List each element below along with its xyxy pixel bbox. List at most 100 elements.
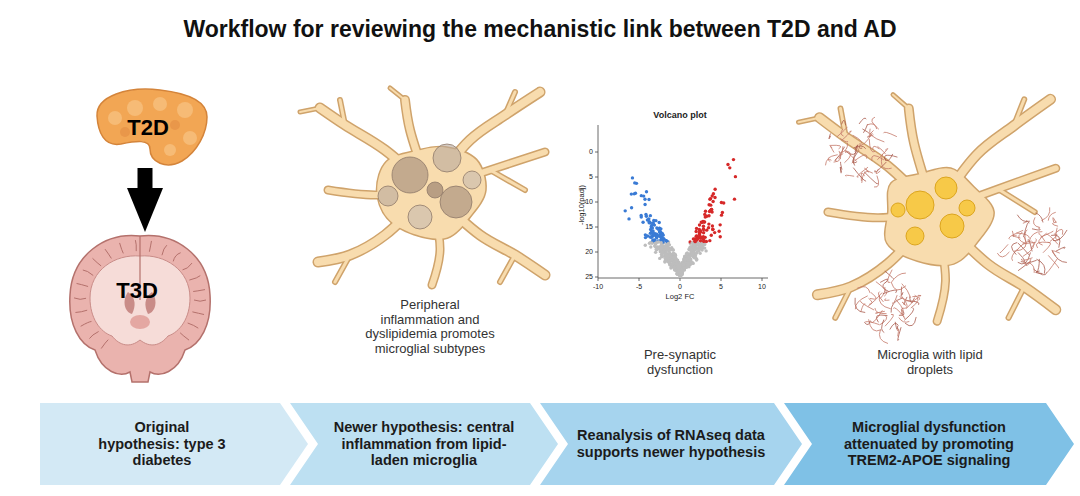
data-point [654, 248, 657, 251]
data-point [732, 158, 735, 161]
brain-gyrus [89, 331, 98, 338]
fibril-strand [1052, 250, 1067, 262]
fibril-strand [1009, 230, 1023, 239]
lipid-droplet [940, 214, 964, 238]
data-point [649, 245, 652, 248]
fibril-strand [1032, 228, 1040, 230]
fibril-strand [1000, 244, 1008, 252]
fibril-strand [898, 327, 901, 340]
fibril-strand [885, 314, 894, 326]
chevron-shape [290, 403, 558, 485]
data-point [665, 249, 668, 252]
brain-gyrus [120, 243, 124, 253]
fibril-strand [829, 133, 831, 138]
volcano-plot [595, 125, 768, 281]
fibril-strand [857, 167, 868, 177]
data-point [645, 190, 648, 193]
cell-process [998, 189, 1035, 212]
fibril-strand [872, 117, 879, 129]
fibril-strand [870, 292, 876, 299]
data-point [661, 233, 664, 236]
lipid-droplet [433, 144, 461, 172]
fibril-strand [842, 120, 846, 125]
data-point [695, 251, 698, 254]
fibril-strand [874, 176, 879, 188]
data-point [694, 248, 697, 251]
fibril-strand [910, 296, 915, 302]
data-point [627, 217, 630, 220]
plot-axis [598, 278, 768, 279]
data-point [703, 213, 706, 216]
fibril-strand [904, 308, 913, 321]
plot-axis [598, 125, 599, 278]
axis-title: Log2 FC [640, 292, 720, 302]
data-point [708, 210, 711, 213]
data-point [702, 225, 705, 228]
fibril-strand [864, 321, 870, 325]
fibril-strand [1046, 258, 1057, 273]
fibril-strand [883, 290, 897, 294]
data-point [707, 203, 710, 206]
cell-process-outline [390, 88, 405, 100]
fibril-strand [878, 146, 886, 154]
brain-gyrus [93, 258, 102, 266]
axis-tick-label: 5 [706, 283, 736, 291]
fibril-strand [840, 167, 841, 173]
data-point [642, 194, 645, 197]
fibril-strand [1056, 229, 1063, 234]
data-point [693, 244, 696, 247]
cell-process-outline [490, 170, 525, 190]
data-point [647, 198, 650, 201]
fibril-strand [876, 282, 887, 297]
workflow-step: Reanalysis of RNAseq data supports newer… [540, 403, 802, 485]
fibril-strand [871, 310, 882, 322]
chevron-shape [784, 403, 1074, 485]
fibril-strand [902, 302, 905, 305]
axis-title: -log10(padj) [577, 155, 587, 255]
fibril-strand [891, 273, 906, 283]
data-point [687, 261, 690, 264]
fibril-strand [1036, 271, 1043, 273]
data-point [669, 248, 672, 251]
fibril-strand [997, 252, 1009, 257]
data-point [678, 273, 681, 276]
brain-gyrus [194, 300, 206, 301]
fibril-strand [1017, 215, 1030, 222]
data-point [692, 244, 695, 247]
data-point [711, 228, 714, 231]
fibril-strand [1036, 213, 1043, 223]
fibril-strand [1021, 258, 1032, 261]
axis-tick-label: 0 [558, 148, 593, 156]
data-point [682, 266, 685, 269]
fibril-strand [864, 172, 877, 184]
data-point [699, 230, 702, 233]
data-point [697, 242, 700, 245]
organ-label: T2D [127, 116, 169, 140]
fibril-strand [888, 270, 893, 283]
data-point [707, 222, 710, 225]
data-point [643, 198, 646, 201]
lipid-droplet [463, 171, 481, 189]
data-point [667, 242, 670, 245]
fibril-strand [835, 147, 845, 161]
data-point [678, 274, 681, 277]
fibril-strand [859, 118, 866, 124]
fibril-strand [1048, 255, 1059, 268]
axis-tick-label: -10 [583, 283, 613, 291]
data-point [658, 221, 661, 224]
data-point [686, 264, 689, 267]
fibril-strand [1053, 218, 1056, 223]
brain-gyrus [75, 310, 87, 312]
lipid-droplet [427, 182, 443, 198]
fibril-strand [842, 131, 852, 141]
data-point [713, 188, 716, 191]
pancreas-lobule [153, 97, 167, 111]
data-point [693, 244, 696, 247]
pancreas-lobule [170, 120, 180, 130]
data-point [654, 245, 657, 248]
fibril-strand [1052, 222, 1058, 226]
brain-gyrus [183, 263, 192, 270]
step-text: Microglial dysfunction attenuated by pro… [827, 419, 1032, 469]
